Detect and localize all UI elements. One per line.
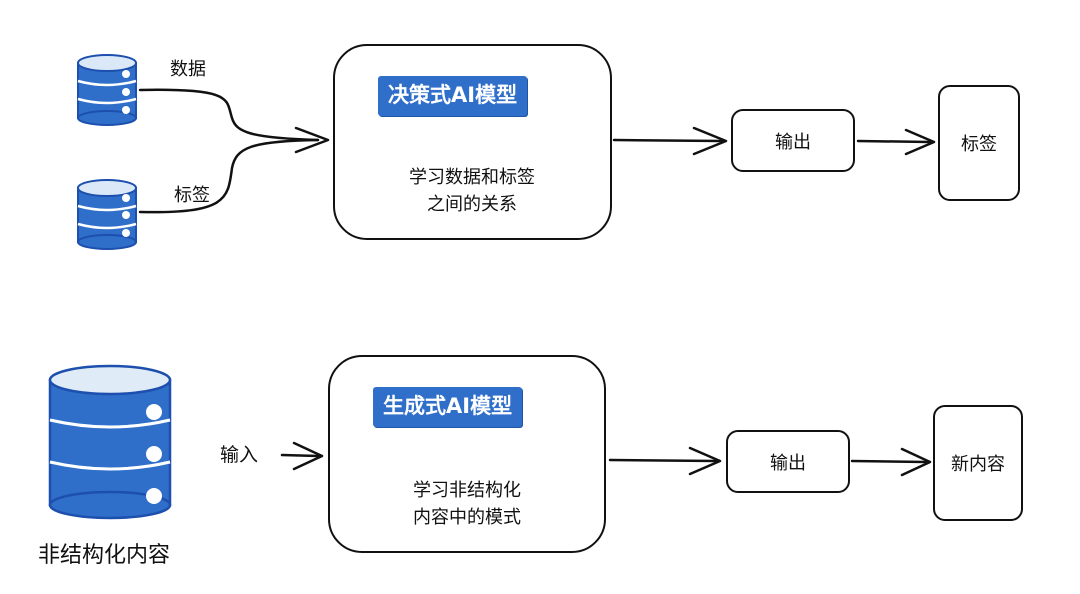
- arrowhead-input: [292, 441, 324, 471]
- arrow-input-to-generative: [280, 453, 320, 458]
- arrowhead-output-label: [904, 128, 936, 156]
- arrow-output-to-new-content: [850, 459, 928, 464]
- arrowhead-decision-output: [692, 126, 728, 156]
- database-icon-data: [77, 54, 137, 126]
- arrow-generative-to-output: [608, 458, 718, 463]
- generative-model-box: 生成式AI模型 学习非结构化 内容中的模式: [328, 355, 606, 553]
- connector-data: [138, 88, 320, 142]
- label-data: 数据: [170, 59, 206, 80]
- result-label-new-content: 新内容: [951, 454, 1005, 475]
- output-label-bottom: 输出: [770, 452, 806, 474]
- result-box-new-content: 新内容: [933, 405, 1023, 521]
- arrowhead-to-decision-model: [294, 126, 330, 154]
- arrow-decision-to-output: [612, 138, 724, 143]
- database-icon-labels: [77, 179, 137, 250]
- output-box-bottom: 输出: [726, 430, 850, 493]
- output-label-top: 输出: [775, 131, 811, 153]
- decision-model-box: 决策式AI模型 学习数据和标签 之间的关系: [333, 44, 612, 240]
- generative-desc-line1: 学习非结构化: [413, 480, 521, 501]
- connector-labels: [138, 138, 320, 214]
- label-labels: 标签: [174, 185, 210, 206]
- arrowhead-generative-output: [688, 446, 722, 476]
- generative-model-title: 生成式AI模型: [373, 387, 523, 427]
- decision-model-title: 决策式AI模型: [378, 76, 528, 116]
- result-box-labels: 标签: [938, 85, 1020, 201]
- decision-desc-line1: 学习数据和标签: [409, 167, 535, 188]
- decision-model-description: 学习数据和标签 之间的关系: [337, 164, 607, 218]
- decision-desc-line2: 之间的关系: [427, 194, 517, 215]
- unstructured-content-caption: 非结构化内容: [38, 543, 171, 568]
- arrowhead-output-new-content: [900, 447, 932, 477]
- database-icon-unstructured: [48, 364, 172, 520]
- arrow-output-to-label: [856, 139, 932, 144]
- output-box-top: 输出: [731, 109, 855, 172]
- result-label-labels: 标签: [961, 134, 997, 155]
- generative-model-description: 学习非结构化 内容中的模式: [332, 477, 602, 531]
- generative-desc-line2: 内容中的模式: [413, 507, 521, 528]
- label-input: 输入: [220, 444, 259, 466]
